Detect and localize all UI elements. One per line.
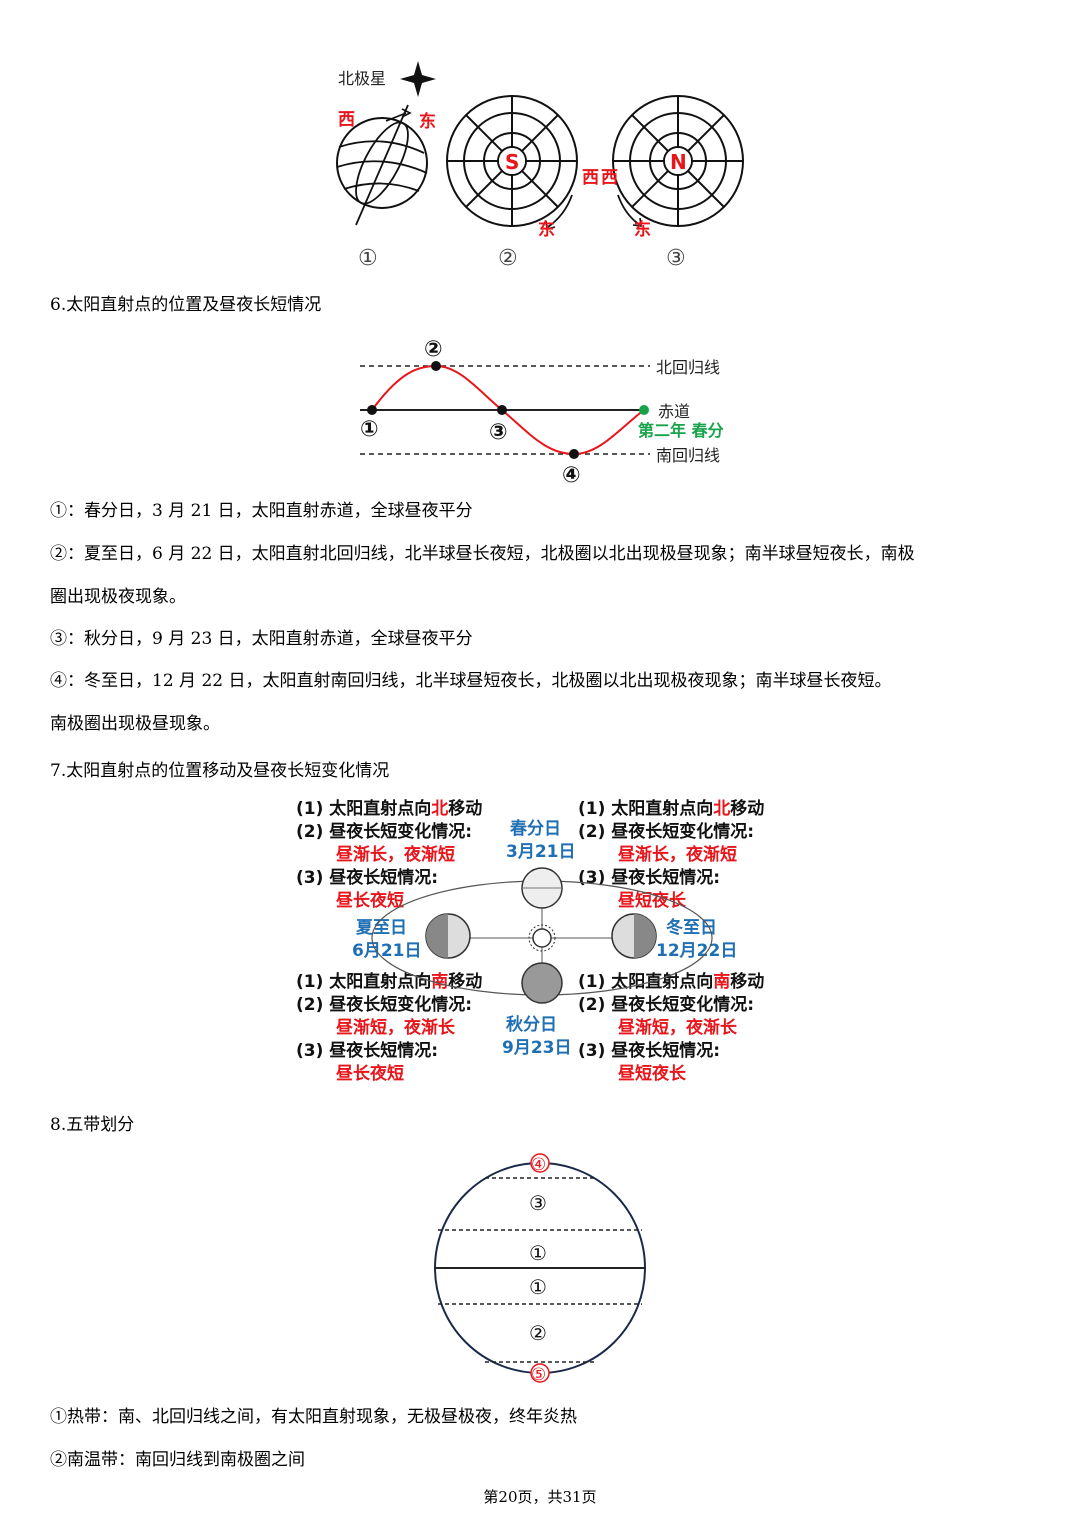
text: (2) 昼夜长短变化情况: [578, 994, 754, 1015]
figure-label-2: ② [498, 246, 518, 271]
text: (3) 昼夜长短情况: [296, 867, 438, 888]
north-pole-label: N [670, 150, 687, 174]
text: 昼短夜长 [618, 1063, 687, 1084]
direction-south: 南 [431, 971, 448, 992]
globe-diagram [336, 104, 428, 226]
earth-autumn-icon [521, 962, 563, 1004]
date-autumn: 9月23日 [502, 1038, 572, 1058]
text-line: ①：春分日，3 月 21 日，太阳直射赤道，全球昼夜平分 [50, 501, 473, 521]
next-spring-label: 第二年 春分 [638, 421, 724, 440]
svg-text:(1) 太阳直射点向北移动: (1) 太阳直射点向北移动 [578, 798, 764, 819]
zone-1-north-label: ① [529, 1241, 547, 1265]
direction-north: 北 [431, 799, 448, 819]
text: (2) 昼夜长短变化情况: [296, 821, 472, 842]
west-label-3: 西 [601, 168, 618, 188]
polaris-label: 北极星 [338, 69, 386, 88]
text-line: ③：秋分日，9 月 23 日，太阳直射赤道，全球昼夜平分 [50, 629, 473, 649]
text: (3) 昼夜长短情况: [578, 1040, 720, 1061]
text: (3) 昼夜长短情况: [296, 1040, 438, 1061]
east-label-2: 东 [538, 219, 555, 240]
zone-3-label: ③ [529, 1191, 547, 1215]
date-winter: 12月22日 [656, 941, 737, 961]
earth-orbit-diagram: (1) 太阳直射点向北移动 (2) 昼夜长短变化情况: 昼渐长，夜渐短 (3) … [296, 798, 764, 1084]
date-summer: 6月21日 [352, 941, 422, 961]
text: 昼短夜长 [618, 890, 687, 911]
east-label-3: 东 [634, 219, 651, 240]
text: (3) 昼夜长短情况: [578, 867, 720, 888]
svg-text:(1) 太阳直射点向南移动: (1) 太阳直射点向南移动 [578, 971, 764, 992]
text: (2) 昼夜长短变化情况: [578, 821, 754, 842]
term-summer: 夏至日 [356, 918, 407, 938]
page-footer: 第20页，共31页 [483, 1488, 597, 1506]
east-label: 东 [419, 111, 436, 132]
point-2-label: ② [424, 337, 443, 362]
text: 昼长夜短 [336, 1063, 404, 1084]
point-3-label: ③ [489, 420, 508, 445]
section-8-heading: 8.五带划分 [50, 1115, 135, 1135]
term-spring: 春分日 [510, 818, 561, 839]
zone-4-label: ④ [531, 1155, 546, 1175]
section-6-heading: 6.太阳直射点的位置及昼夜长短情况 [50, 295, 322, 315]
section-7-heading: 7.太阳直射点的位置移动及昼夜长短变化情况 [50, 761, 390, 781]
text: (1) 太阳直射点向 [578, 971, 713, 992]
point-1-label: ① [360, 417, 379, 442]
zone-5-label: ⑤ [531, 1365, 546, 1385]
text: 昼渐长，夜渐短 [336, 844, 455, 865]
term-winter: 冬至日 [666, 917, 717, 938]
south-pole-label: S [505, 150, 519, 174]
direction-north: 北 [713, 799, 730, 819]
text-line: ②：夏至日，6 月 22 日，太阳直射北回归线，北半球昼长夜短，北极圈以北出现极… [50, 544, 915, 564]
svg-text:(1) 太阳直射点向北移动: (1) 太阳直射点向北移动 [296, 798, 482, 819]
text: 移动 [448, 971, 482, 992]
text: (1) 太阳直射点向 [296, 798, 431, 819]
west-label: 西 [338, 110, 355, 130]
text: 移动 [448, 798, 482, 819]
earth-winter-icon [611, 913, 657, 959]
text: 昼渐长，夜渐短 [618, 844, 737, 865]
rotation-figure: 北极星 西 东 S 西 东 N 西 东 [336, 61, 744, 271]
text: (2) 昼夜长短变化情况: [296, 994, 472, 1015]
zone-2-label: ② [529, 1321, 547, 1345]
tropic-south-label: 南回归线 [656, 446, 720, 465]
text: 昼渐短，夜渐长 [618, 1017, 738, 1038]
tropic-north-label: 北回归线 [656, 358, 720, 377]
date-spring: 3月21日 [506, 842, 576, 862]
subsolar-point-diagram: 北回归线 赤道 第二年 春分 南回归线 ① ② ③ ④ [360, 337, 724, 488]
text-line: ①热带：南、北回归线之间，有太阳直射现象，无极昼极夜，终年炎热 [50, 1407, 577, 1427]
text-line: ②南温带：南回归线到南极圈之间 [50, 1450, 305, 1470]
west-label-2: 西 [582, 168, 599, 188]
text-line: 圈出现极夜现象。 [50, 587, 186, 607]
text: (1) 太阳直射点向 [578, 798, 713, 819]
text: 昼长夜短 [336, 890, 404, 911]
earth-spring-icon [521, 867, 563, 909]
svg-text:(1) 太阳直射点向南移动: (1) 太阳直射点向南移动 [296, 971, 482, 992]
figure-label-3: ③ [666, 246, 686, 271]
text: 移动 [730, 798, 764, 819]
five-zones-diagram: ④ ③ ① ① ② ⑤ [434, 1153, 646, 1385]
text: 移动 [730, 971, 764, 992]
zone-1-south-label: ① [529, 1275, 547, 1299]
text: (1) 太阳直射点向 [296, 971, 431, 992]
text-line: 南极圈出现极昼现象。 [50, 714, 220, 734]
figure-label-1: ① [358, 246, 378, 271]
earth-summer-icon [425, 913, 471, 959]
point-4-label: ④ [562, 463, 581, 488]
direction-south: 南 [713, 971, 730, 992]
term-autumn: 秋分日 [506, 1014, 557, 1035]
star-icon [400, 61, 436, 97]
equator-label: 赤道 [658, 402, 690, 421]
text: 昼渐短，夜渐长 [336, 1017, 456, 1038]
text-line: ④：冬至日，12 月 22 日，太阳直射南回归线，北半球昼短夜长，北极圈以北出现… [50, 671, 892, 691]
sun-icon [528, 924, 556, 952]
